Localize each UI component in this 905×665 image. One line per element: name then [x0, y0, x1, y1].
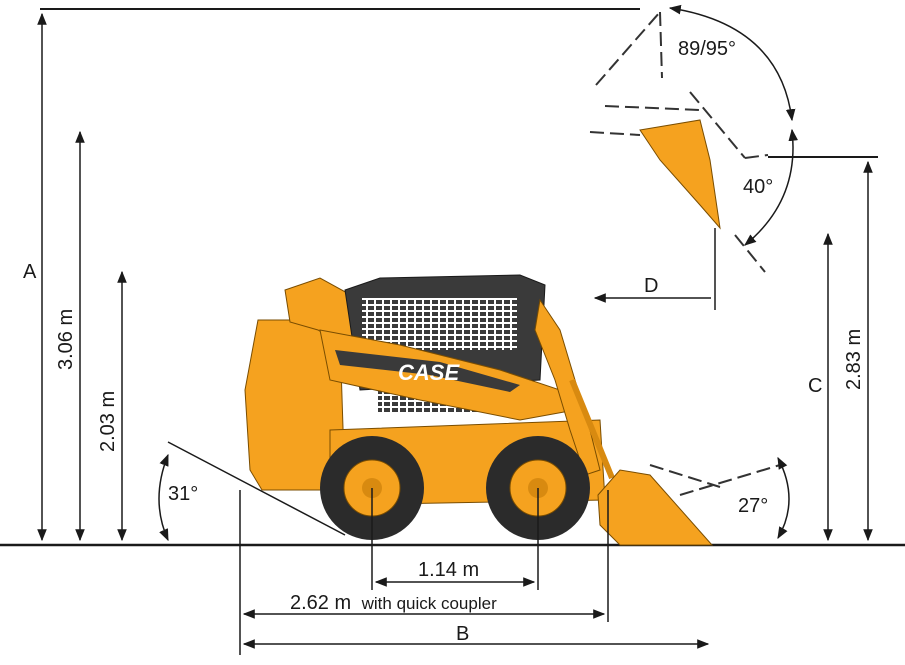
- tilt-cylinder: [569, 378, 615, 480]
- arc-rollback: [777, 456, 790, 540]
- raised-bucket: [639, 119, 721, 230]
- skid-steer-loader: CASE: [244, 274, 714, 546]
- label-B: B: [456, 623, 469, 645]
- label-A: A: [23, 261, 37, 283]
- label-dump-angle: 40°: [743, 176, 773, 198]
- cab-window-upper: [362, 298, 517, 350]
- label-C: C: [808, 375, 822, 397]
- label-D: D: [644, 275, 658, 297]
- label-cab-height: 2.03 m: [97, 391, 119, 452]
- label-length-coupler: 2.62 m with quick coupler: [290, 592, 497, 614]
- ref-line-departure: [167, 441, 346, 536]
- arc-tilt: [668, 4, 796, 122]
- ghost-positions: [589, 11, 781, 496]
- label-hinge-height: 2.83 m: [843, 329, 865, 390]
- decal-stripe: [335, 350, 520, 392]
- brand-logo: CASE: [398, 360, 460, 385]
- label-max-height: 3.06 m: [55, 309, 77, 370]
- arc-departure: [158, 453, 169, 542]
- label-rollback-angle: 27°: [738, 495, 768, 517]
- label-wheelbase: 1.14 m: [418, 559, 479, 581]
- raised-bucket-group: [589, 11, 781, 496]
- bucket-ground: [597, 469, 714, 546]
- label-tilt-angle: 89/95°: [678, 38, 736, 60]
- label-departure-angle: 31°: [168, 483, 198, 505]
- lift-arm-front: [534, 298, 601, 476]
- arc-dump: [744, 128, 798, 246]
